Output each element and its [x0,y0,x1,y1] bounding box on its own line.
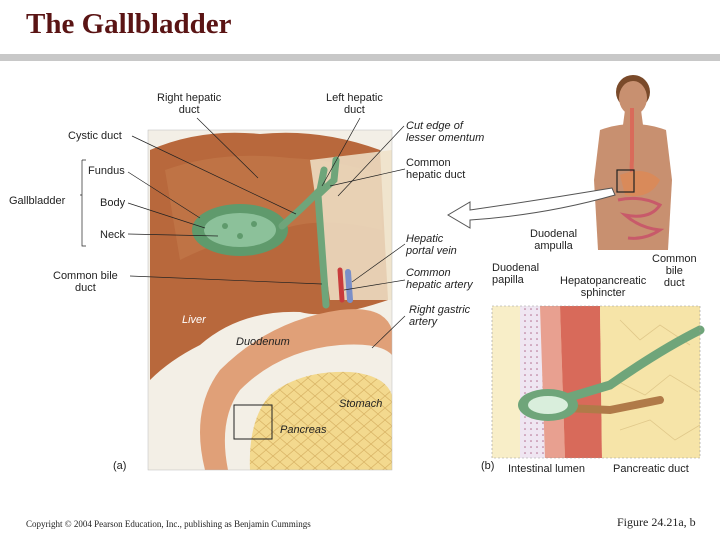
bile-ducts [278,156,340,309]
label-intestinal-lumen: Intestinal lumen [508,463,586,475]
leader-lines [80,117,406,349]
panel-a-illustration [147,129,393,471]
pancreas-shape [249,371,392,470]
page-title: The Gallbladder [26,8,232,40]
copyright-notice: Copyright © 2004 Pearson Education, Inc.… [26,519,311,529]
human-figure [594,75,672,250]
label-fundus: Fundus [88,165,125,177]
title-divider [0,54,720,61]
detail-box [233,404,273,440]
label-cystic-duct: Cystic duct [68,130,122,142]
focus-box [616,169,635,193]
figure-reference: Figure 24.21a, b [617,515,696,529]
label-body: Body [100,197,126,209]
panel-b-illustration [491,305,705,459]
label-duodenum: Duodenum [236,336,290,348]
zoom-arrow [447,187,616,229]
label-panel-a: (a) [113,460,127,472]
label-stomach: Stomach [339,398,383,410]
label-pancreas: Pancreas [280,424,327,436]
label-neck: Neck [100,229,126,241]
label-gallbladder: Gallbladder [9,195,66,207]
label-pancreatic-duct: Pancreatic duct [613,463,689,475]
label-panel-b: (b) [481,460,495,472]
label-liver: Liver [182,314,206,326]
gallbladder-organ [192,204,288,256]
